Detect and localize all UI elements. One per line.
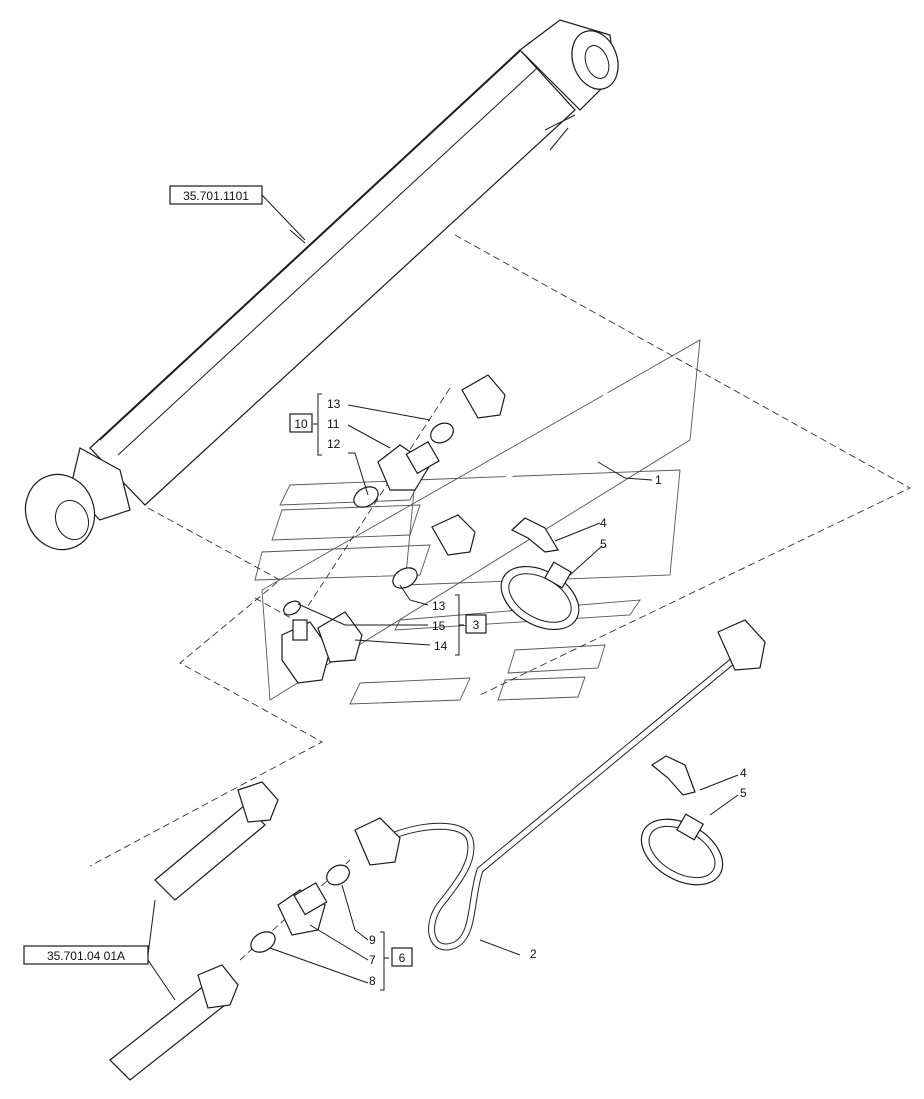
pipe-2 [354, 619, 766, 951]
callout-11: 11 [327, 417, 340, 431]
callout-15: 15 [432, 619, 446, 633]
brackets [313, 393, 464, 991]
kit-label-10: 10 [294, 417, 308, 431]
callout-12: 12 [327, 437, 341, 451]
kit-box-3: 3 [465, 614, 487, 634]
kit-label-3: 3 [473, 618, 480, 632]
fitting-group-3 [281, 567, 418, 684]
callout-numbers: 13 11 12 1 4 5 13 15 14 2 4 5 9 7 8 [327, 397, 747, 988]
callout-13: 13 [327, 397, 341, 411]
leader-lines [147, 194, 739, 1001]
fitting-group-10 [353, 422, 454, 508]
clamp-lower [640, 755, 724, 886]
kit-box-10: 10 [289, 413, 313, 433]
callout-5: 5 [740, 786, 747, 800]
callout-1: 1 [655, 473, 662, 487]
kit-box-6: 6 [391, 947, 413, 967]
callout-8: 8 [369, 974, 376, 988]
tube-ref-box: 35.701.04 01A [23, 945, 149, 965]
callout-13: 13 [432, 599, 446, 613]
tube-ref-label: 35.701.04 01A [47, 949, 125, 963]
callout-14: 14 [434, 639, 448, 653]
kit-label-6: 6 [399, 951, 406, 965]
external-tube [109, 781, 279, 1081]
hydraulic-cylinder [24, 19, 619, 551]
cylinder-ref-label: 35.701.1101 [183, 189, 249, 203]
callout-7: 7 [369, 953, 376, 967]
callout-4: 4 [740, 766, 747, 780]
pipe-1 [431, 362, 614, 556]
callout-5: 5 [600, 537, 607, 551]
callout-4: 4 [600, 516, 607, 530]
clamp-upper [500, 517, 580, 631]
callout-9: 9 [369, 933, 376, 947]
callout-2: 2 [530, 947, 537, 961]
cylinder-ref-box: 35.701.1101 [169, 185, 263, 205]
fitting-group-6 [250, 864, 350, 953]
